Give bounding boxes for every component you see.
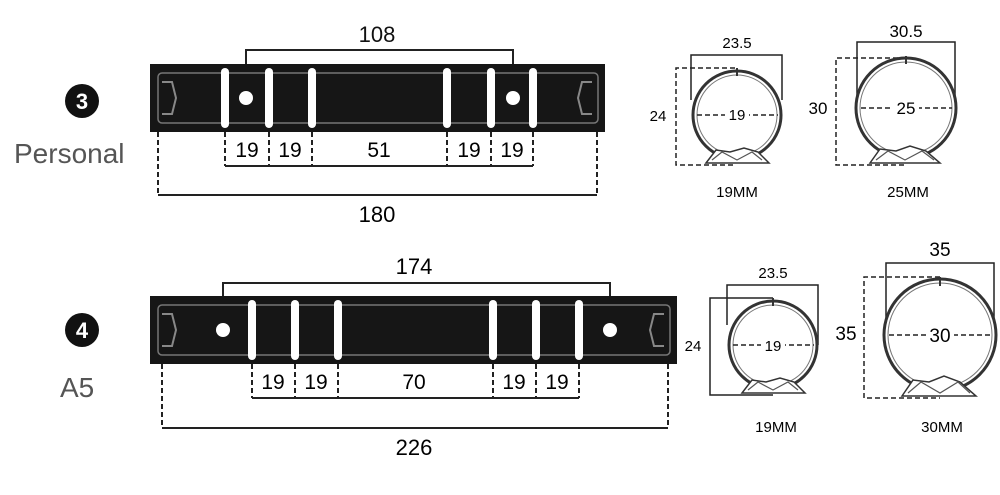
ring-height-line [835, 57, 906, 166]
ring-height-line [709, 297, 773, 396]
mounting-hole [239, 91, 253, 105]
ring-base [704, 147, 771, 164]
mounting-hole [506, 91, 520, 105]
ring-width-line [690, 54, 783, 100]
strip-right-end [576, 81, 592, 115]
strip-left-end [162, 313, 178, 347]
ring-base [740, 377, 807, 394]
badge-3: 3 [76, 89, 88, 114]
ring-height-label: 24 [685, 338, 702, 355]
ring-base [900, 375, 978, 397]
ring-caption: 30MM [921, 419, 963, 436]
strip-right-end [648, 313, 664, 347]
ring-detail-30mm: 35 35 30 30MM [835, 240, 998, 436]
mounting-hole [216, 323, 230, 337]
strip-inner-outline [157, 72, 599, 124]
ring-slot [443, 68, 451, 128]
badge-3-circle [65, 84, 99, 118]
ring-slot [575, 300, 583, 360]
ring-detail-19mm: 23.5 24 19 19MM [650, 35, 783, 201]
ring-slot [308, 68, 316, 128]
ring-height-line [675, 67, 735, 166]
overall-length-label: 180 [359, 202, 396, 227]
ring-width-label: 30.5 [889, 22, 922, 41]
segment-label: 19 [235, 139, 258, 162]
overall-length-label: 226 [396, 435, 433, 460]
size-label-a5: A5 [60, 372, 94, 403]
ring-height-line [863, 276, 940, 399]
ring-width-label: 23.5 [758, 265, 787, 282]
ring-slot [529, 68, 537, 128]
ring-height-label: 30 [809, 99, 828, 118]
ring-slot [265, 68, 273, 128]
row-a5: 4 A5 174 19 19 70 19 19 [60, 240, 998, 460]
ring-caption: 19MM [716, 184, 758, 201]
segment-label: 19 [278, 139, 301, 162]
size-label-personal: Personal [14, 138, 125, 169]
ring-inner-label: 19 [729, 107, 746, 124]
ring-height-label: 35 [835, 324, 856, 345]
ring-height-label: 24 [650, 108, 667, 125]
strip-left-end [162, 81, 178, 115]
ring-slot [334, 300, 342, 360]
ring-inner-label: 19 [765, 338, 782, 355]
badge-4-circle [65, 313, 99, 347]
ring-caption: 19MM [755, 419, 797, 436]
ring-width-line [726, 284, 819, 345]
ring-slot [487, 68, 495, 128]
ring-width-label: 35 [929, 240, 950, 261]
row-personal: 3 Personal 108 19 19 51 19 [14, 22, 958, 227]
ring-slot [489, 300, 497, 360]
segment-label: 19 [261, 371, 284, 394]
hole-spacing-label: 108 [359, 22, 396, 47]
strip-inner-outline [157, 304, 671, 356]
badge-4: 4 [76, 318, 89, 343]
ring-detail-19mm: 23.5 24 19 19MM [685, 265, 819, 436]
segment-label: 51 [367, 139, 390, 162]
segment-label: 19 [502, 371, 525, 394]
ring-inner-label: 30 [929, 326, 950, 347]
ring-slot [221, 68, 229, 128]
ring-slot [532, 300, 540, 360]
segment-label: 19 [457, 139, 480, 162]
mounting-hole [603, 323, 617, 337]
segment-label: 19 [304, 371, 327, 394]
segment-label: 70 [402, 371, 425, 394]
segment-label: 19 [500, 139, 523, 162]
ring-caption: 25MM [887, 184, 929, 201]
ring-detail-25mm: 30.5 30 25 25MM [809, 22, 958, 201]
ring-width-line [856, 41, 956, 100]
segment-label: 19 [545, 371, 568, 394]
ring-slot [291, 300, 299, 360]
ring-width-line [885, 262, 995, 322]
ring-width-label: 23.5 [722, 35, 751, 52]
ring-slot [248, 300, 256, 360]
ring-base [868, 145, 943, 164]
hole-spacing-label: 174 [396, 254, 433, 279]
ring-inner-label: 25 [897, 99, 916, 118]
ring-strip [150, 296, 677, 364]
